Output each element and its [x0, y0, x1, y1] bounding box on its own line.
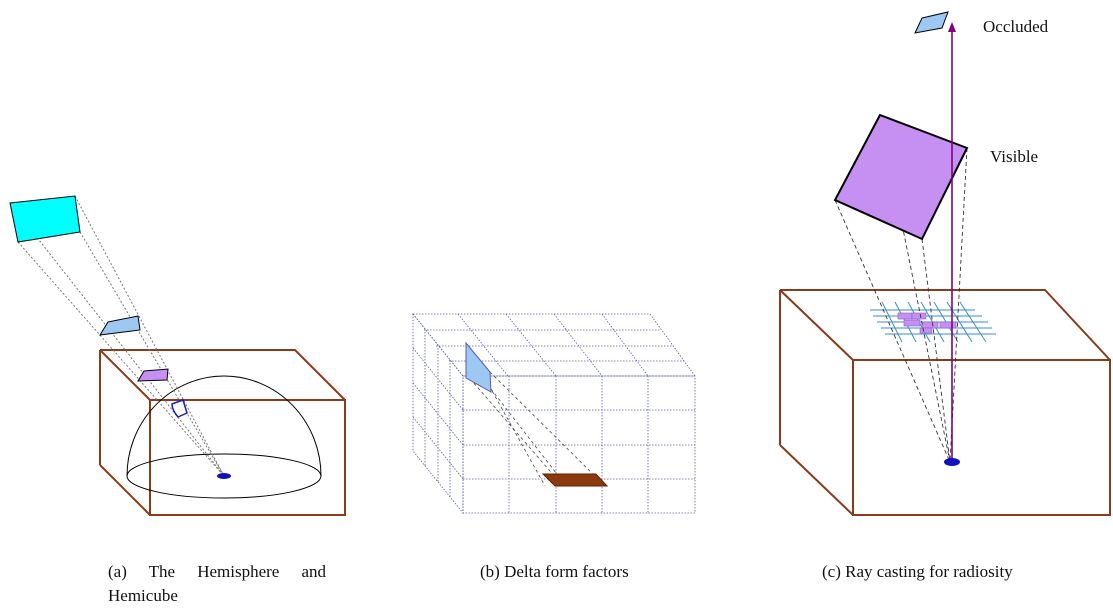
box-c — [779, 289, 1111, 516]
ray-arrowhead — [948, 22, 956, 32]
violet-hemicube-patch — [137, 368, 169, 382]
caption-delta-form-factors: (b) Delta form factors — [480, 562, 629, 581]
delta-rays — [465, 343, 606, 487]
blue-projected-patch — [99, 315, 141, 336]
center-point-a — [217, 473, 231, 479]
occluded-patch — [914, 11, 949, 34]
cyan-patch — [9, 195, 81, 243]
hemicube-hit-cells — [897, 312, 957, 334]
blue-delta-patch — [465, 341, 492, 393]
visible-patch — [833, 113, 969, 241]
center-point-c — [944, 458, 960, 466]
caption-ray-casting: (c) Ray casting for radiosity — [822, 562, 1013, 581]
caption-a-line1: (a) The Hemisphere and — [108, 562, 326, 581]
hemisphere — [126, 375, 322, 499]
visible-label: Visible — [990, 147, 1038, 166]
panel-delta-form-factors — [412, 312, 696, 515]
projection-lines-a — [9, 195, 225, 477]
panel-hemisphere — [9, 195, 346, 516]
brown-floor-cell — [541, 473, 609, 487]
box-a — [99, 349, 346, 516]
occluded-label: Occluded — [983, 17, 1049, 36]
hemisphere-projection-patch — [171, 399, 188, 418]
caption-hemisphere: (a) The Hemisphere and Hemicube — [108, 560, 326, 608]
panel-ray-casting: Occluded Visible — [779, 11, 1111, 516]
grid-box — [412, 312, 696, 515]
caption-a-line2: Hemicube — [108, 586, 178, 605]
